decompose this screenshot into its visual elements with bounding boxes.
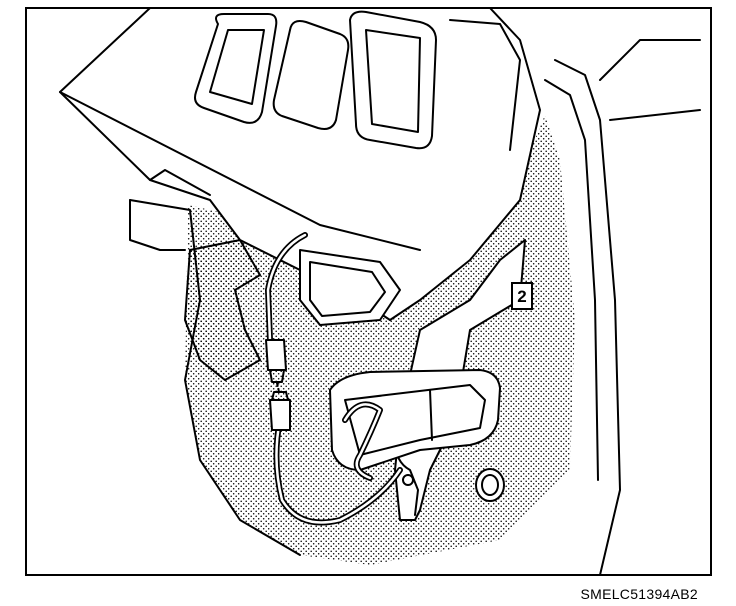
right-pillar [554,59,621,575]
figure-code: SMELC51394AB2 [580,586,698,602]
connector-upper [265,339,287,371]
panel-opening-center [272,20,350,130]
callout-box: 2 [511,282,533,310]
wiring-harness [265,232,403,526]
lower-recess [329,369,501,471]
grommet [475,468,505,502]
callout-number: 2 [517,287,526,306]
bracket-bolt-hole [402,474,414,486]
left-fender [129,199,301,556]
connector-lower [269,399,291,431]
connector-separation-line [276,382,280,393]
panel-opening-left [194,13,278,124]
body-edge-line [59,91,421,251]
